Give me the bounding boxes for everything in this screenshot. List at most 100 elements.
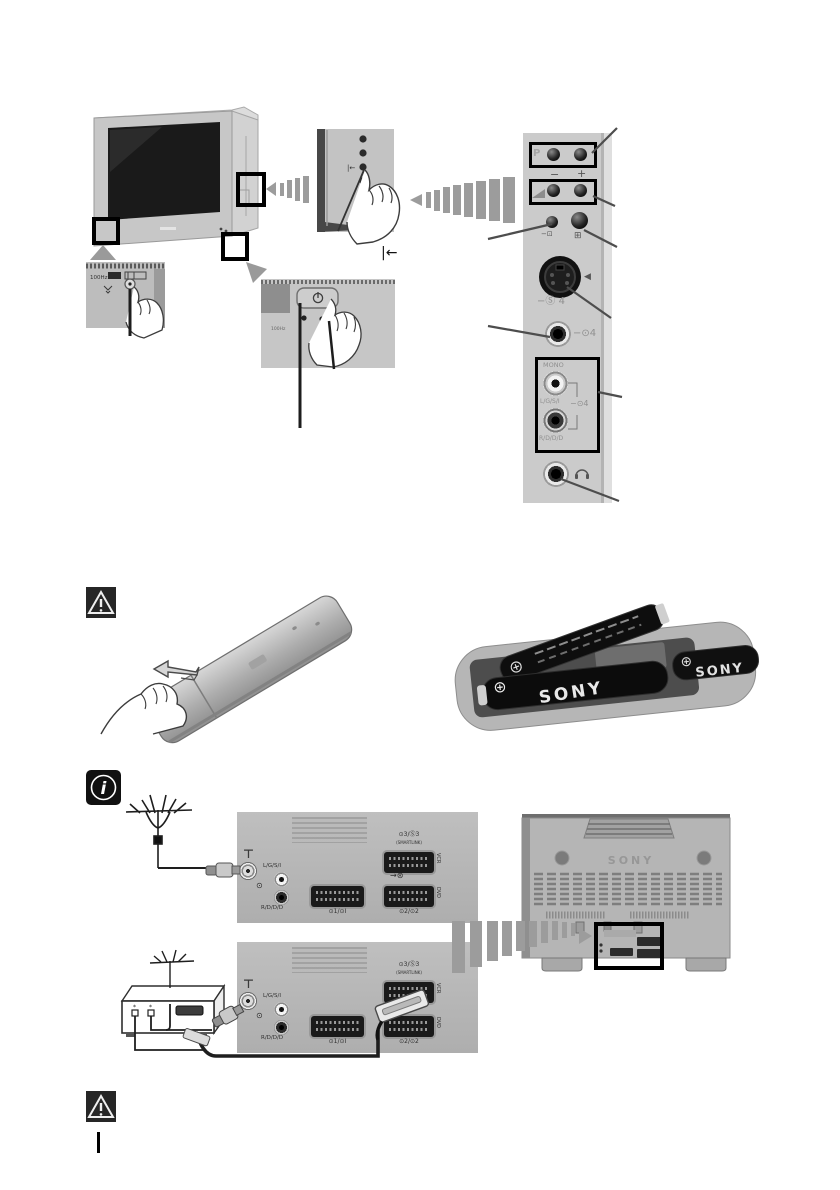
front-corner-photo: 100Hz (86, 262, 165, 339)
svg-text:i: i (101, 779, 108, 799)
side-button-3 (359, 163, 367, 171)
holding-hand (100, 682, 188, 735)
audio-group-label: −⊙4 (570, 400, 589, 408)
rear-brand: SONY (608, 854, 654, 867)
audio-in-icon: ⊙ (256, 1011, 263, 1020)
callout-rect-rear-connectors (594, 922, 664, 970)
magnify-triangle-up (90, 245, 116, 260)
svideo-icon: −Ⓢ (537, 296, 556, 307)
antenna-input (239, 992, 257, 1010)
slide-arrow-icon (152, 659, 200, 681)
volume-icon (532, 189, 545, 198)
antenna-input-label: ⊤ (243, 847, 254, 861)
reset-callout-line (337, 169, 365, 232)
logo-badge-2 (124, 271, 147, 280)
scart-1 (311, 1016, 364, 1037)
pressing-hand (346, 169, 401, 245)
indicator-1 (301, 315, 307, 321)
scart-1 (311, 886, 364, 907)
screen-reflection (110, 127, 162, 172)
front-led-1 (219, 227, 223, 231)
audio-l-jack (274, 1002, 289, 1017)
volume-buttons-box (529, 179, 597, 205)
warning-icon (86, 587, 116, 618)
battery-compartment-photo: SONY SONY (454, 603, 760, 731)
rear-panel-diagram-2: ⊤ L/G/S/I ⊙ R/D/D/D ⊙1/⊙I ⊙3/Ⓢ3 (SMARTLI… (237, 942, 478, 1053)
monitor-out-icon: →⊛ (390, 871, 404, 880)
front-led-2 (224, 229, 228, 233)
audio-inputs-box (535, 357, 600, 453)
magnify-arrow-2 (410, 177, 515, 223)
audio-r-jack (274, 1020, 289, 1035)
antenna-input-label: ⊤ (243, 977, 254, 991)
mono-label: MONO (543, 361, 564, 369)
audio-number: 4 (583, 399, 589, 408)
vcr-box-drawing: ** (120, 983, 226, 1037)
scart-2 (384, 886, 434, 907)
side-button-2 (359, 149, 367, 157)
pressing-hand (125, 286, 164, 339)
scart-3 (384, 982, 434, 1003)
reset-symbol-label: |← (381, 245, 398, 261)
video-input-jack (545, 321, 571, 347)
side-buttons-photo: |← (317, 129, 401, 245)
model-text: 100Hz (271, 326, 286, 332)
minus-label: − (550, 168, 560, 181)
video-icon: −⊙ (573, 328, 590, 339)
input-select-icon: −⊡ (541, 230, 553, 238)
page-footer-mark (97, 1132, 100, 1153)
audio-in-icon: ⊙ (256, 881, 263, 890)
vcr-scart-port (175, 1005, 204, 1016)
program-buttons-box (529, 142, 597, 168)
scart-3-label: ⊙3/Ⓢ3 (398, 831, 420, 838)
svideo-label: −Ⓢ 4 (537, 297, 565, 307)
remote-logo-blur (248, 654, 267, 670)
scart-1-label: ⊙1/⊙I (328, 908, 347, 915)
audio-l-jack (543, 371, 568, 396)
battery-brand: SONY (695, 661, 745, 681)
monitor-out-icon: →⊛ (390, 1001, 404, 1010)
magnify-arrow-1 (266, 176, 309, 203)
info-icon: i (86, 770, 121, 805)
audio-r-label: R/D/D/D (261, 905, 284, 911)
audio-l-jack (274, 872, 289, 887)
power-icon (312, 292, 324, 304)
battery-lower: SONY (476, 660, 669, 711)
antenna-input (239, 862, 257, 880)
callout-rect-power (221, 232, 249, 261)
remote-sensor-icon (103, 285, 113, 294)
program-down-button (547, 148, 560, 161)
tv-rear-photo: SONY (521, 814, 731, 972)
scart-2 (384, 1016, 434, 1037)
rear-connector-cluster (599, 930, 663, 958)
rear-grille (534, 872, 722, 906)
menu-icon: ⊞ (574, 231, 582, 241)
antenna-plug-1 (205, 862, 241, 878)
callout-rect-side-panel (236, 172, 266, 207)
warning-text-block (292, 947, 367, 973)
headphones-icon (575, 469, 589, 479)
input-select-button (546, 216, 558, 228)
audio-l-label: L/G/S/I (263, 993, 281, 999)
model-text: 100Hz (90, 275, 108, 281)
scart-2-label: ⊙2/⊙2 (399, 1038, 419, 1045)
volume-up-button (574, 184, 587, 197)
reset-symbol-on-panel: |← (347, 164, 355, 172)
callout-rect-front-corner (92, 217, 120, 245)
front-logo-plate (160, 227, 176, 230)
magnify-triangle-down (246, 262, 267, 283)
scart-3 (384, 852, 434, 873)
audio-r-label: R/D/D/D (261, 1035, 284, 1041)
svg-text:*: * (133, 1004, 136, 1011)
video-label: −⊙4 (573, 329, 596, 339)
power-button-photo: 100Hz (261, 279, 395, 368)
video-number: 4 (589, 328, 597, 339)
corner-shadow (261, 284, 290, 313)
rear-hole-left (554, 850, 570, 866)
scart-3-label: ⊙3/Ⓢ3 (398, 961, 420, 968)
vcr-label: VCR (435, 853, 441, 864)
audio-l-label: L/G/S/I (540, 398, 560, 405)
audio-bracket (568, 382, 578, 430)
audio-r-jack (543, 408, 568, 433)
